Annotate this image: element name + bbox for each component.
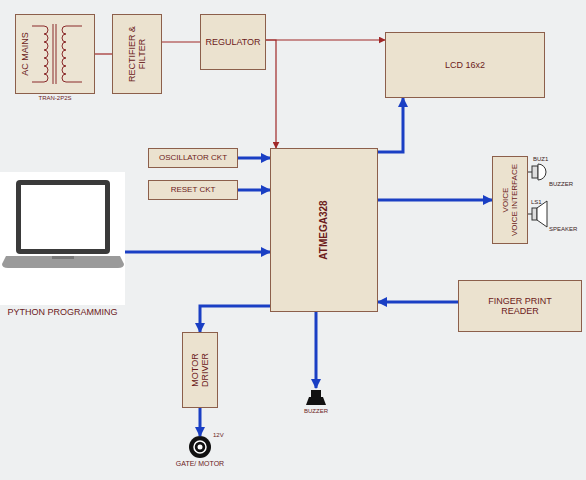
- buzzer-symbol: [306, 390, 326, 405]
- part-label: 12V: [213, 432, 224, 439]
- core-line: [56, 24, 57, 84]
- laptop-screen: [21, 185, 105, 249]
- part-label: PYTHON PROGRAMMING: [7, 307, 117, 317]
- mcu-box: ATMEGA328: [270, 148, 378, 312]
- signal-arrow: [266, 39, 385, 40]
- rotated-text-frame: ATMEGA328: [318, 151, 330, 309]
- fingerprint-box: FINGER PRINT READER: [458, 280, 582, 332]
- picture-ground: [0, 172, 125, 305]
- buzzer-body: [532, 166, 538, 178]
- motor-node: 12VGATE/ MOTOR: [189, 436, 211, 458]
- primary-leads: [32, 26, 44, 82]
- secondary-leads: [66, 26, 82, 82]
- buzzer-dome: [538, 164, 546, 180]
- signal-arrow: [125, 251, 270, 254]
- laptop-picture: [0, 172, 125, 305]
- box-label: REGULATOR: [205, 37, 260, 47]
- oscillator-box: OSCILLATOR CKT: [148, 148, 238, 168]
- secondary-coil: [62, 26, 66, 82]
- part-label: AC MAINS: [20, 32, 30, 76]
- box-label: MOTOR DRIVER: [190, 350, 211, 390]
- signal-arrow: [266, 40, 276, 148]
- part-name: LS1: [531, 199, 542, 206]
- rectifier-box: RECTIFIER & FILTER: [112, 14, 162, 94]
- text-frame: LCD 16x2: [386, 33, 544, 97]
- signal-arrow: [378, 301, 458, 304]
- transformer-box: AC MAINSTRAN-2P2S: [15, 14, 95, 94]
- box-label: RECTIFIER & FILTER: [127, 17, 148, 91]
- speaker-magnet: [532, 208, 537, 220]
- part-label: TRAN-2P2S: [38, 95, 71, 102]
- part-label: GATE/ MOTOR: [176, 460, 224, 468]
- laptop-notch: [52, 256, 74, 259]
- signal-arrow: [238, 189, 270, 192]
- part-name: BUZZER: [549, 181, 573, 188]
- connector-group: [95, 40, 492, 436]
- primary-coil: [44, 26, 48, 82]
- part-label: BUZZER: [304, 408, 328, 415]
- box-label: VOICE INTERFACE: [510, 164, 519, 236]
- buzzer-horn: [306, 397, 326, 405]
- laptop-node: PYTHON PROGRAMMING: [0, 172, 125, 305]
- text-frame: REGULATOR: [201, 15, 265, 69]
- signal-arrow: [95, 53, 112, 54]
- signal-arrow: [238, 157, 270, 160]
- voice-box: VOICEVOICE INTERFACE: [492, 156, 528, 244]
- motor-symbol: [189, 436, 211, 458]
- box-label: OSCILLATOR CKT: [159, 153, 227, 162]
- signal-arrow: [199, 408, 202, 436]
- reset-box: RESET CKT: [148, 180, 238, 200]
- signal-arrow: [378, 199, 492, 202]
- rotated-text-frame: MOTOR DRIVER: [190, 350, 211, 390]
- signal-arrow: [315, 312, 318, 388]
- box-label: FINGER PRINT READER: [483, 296, 558, 317]
- wire: [528, 172, 532, 173]
- signal-arrow: [378, 98, 403, 152]
- box-label: VOICE: [501, 188, 510, 213]
- signal-arrow: [200, 306, 270, 332]
- core-line: [53, 24, 54, 84]
- text-frame: OSCILLATOR CKT: [149, 149, 237, 167]
- box-label: ATMEGA328: [318, 200, 330, 259]
- transformer-ground: [15, 14, 95, 94]
- signal-arrow: [162, 41, 200, 42]
- buzzer-body: [311, 390, 321, 397]
- transformer-symbol: [15, 14, 95, 94]
- text-frame: RESET CKT: [149, 181, 237, 199]
- rotated-text-frame: AC MAINS: [20, 17, 30, 91]
- box-label: RESET CKT: [171, 185, 216, 194]
- laptop-bezel: [16, 180, 110, 254]
- wire: [528, 214, 532, 215]
- motor-ring: [194, 441, 206, 453]
- part-name: SPEAKER: [549, 226, 577, 233]
- laptop-base: [2, 256, 124, 268]
- lcd-box: LCD 16x2: [385, 32, 545, 98]
- motor-body: [189, 436, 211, 458]
- buz1-symbol: [528, 164, 546, 180]
- regulator-box: REGULATOR: [200, 14, 266, 70]
- motor-shaft: [198, 445, 203, 450]
- rotated-text-frame: RECTIFIER & FILTER: [127, 17, 148, 91]
- motor-driver-box: MOTOR DRIVER: [182, 332, 218, 408]
- rotated-text-frame: VOICEVOICE INTERFACE: [501, 159, 519, 241]
- box-label: LCD 16x2: [445, 60, 485, 70]
- buzzer-node: BUZZER: [308, 388, 324, 406]
- part-name: BUZ1: [533, 156, 548, 163]
- text-frame: FINGER PRINT READER: [459, 281, 581, 331]
